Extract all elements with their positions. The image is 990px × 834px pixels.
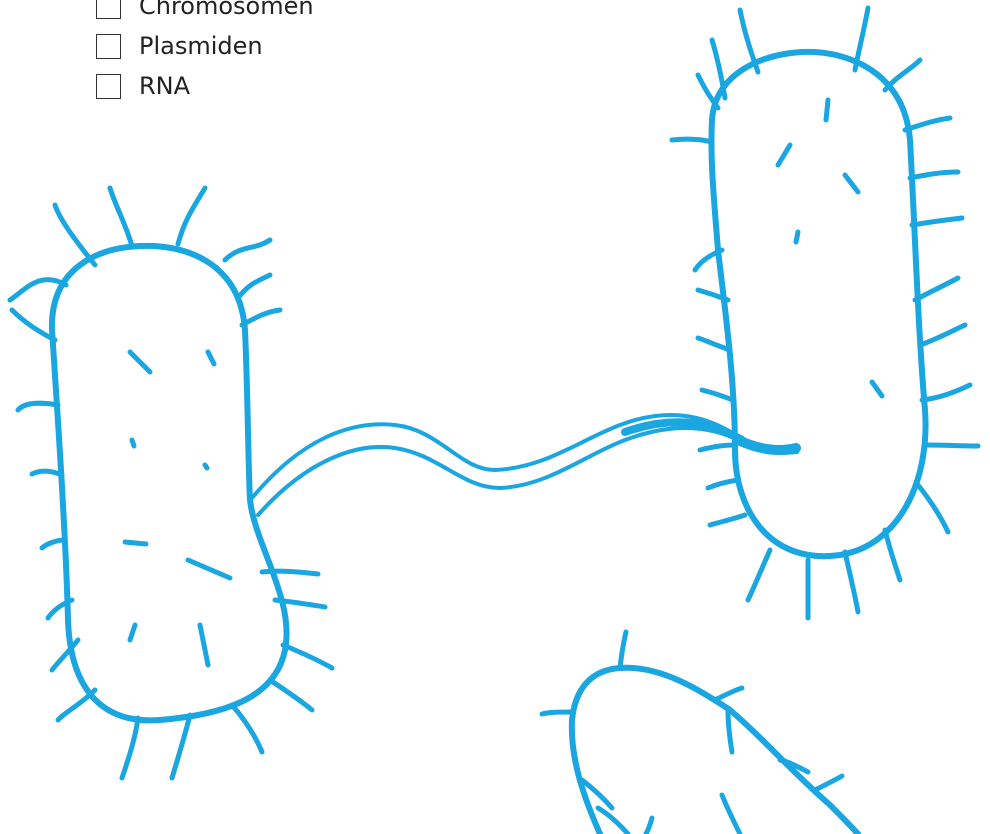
right-bacterium-inclusions [778, 100, 882, 396]
left-bacterium [10, 188, 332, 778]
right-bacterium [672, 8, 978, 618]
left-bacterium-body [52, 246, 287, 721]
conjugation-bridge [252, 415, 797, 515]
bottom-bacterium [542, 632, 858, 834]
left-bacterium-inclusions [125, 352, 230, 665]
left-bacterium-pili [10, 188, 332, 778]
right-bacterium-body [711, 52, 925, 556]
bottom-bacterium-body [572, 668, 858, 834]
